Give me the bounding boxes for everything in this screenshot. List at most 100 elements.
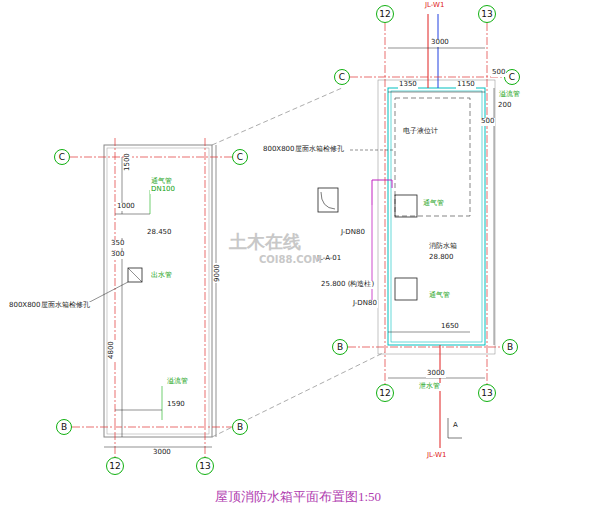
annotation: 3000 [430, 39, 450, 47]
tank-outline [391, 91, 482, 342]
grid-bubble: C [54, 149, 70, 165]
pipe [440, 345, 441, 448]
annotation: 出水管 [150, 272, 173, 280]
grid-label: B [507, 343, 513, 352]
drawing-title: 屋顶消防水箱平面布置图1:50 [215, 488, 381, 506]
grid-label: C [237, 153, 243, 162]
annotation: 消防水箱 [428, 243, 458, 251]
annotation: 3000 [152, 449, 172, 457]
grid-label: 13 [481, 10, 492, 19]
annotation: 通气管 [422, 200, 445, 208]
annotation: 1000 [116, 203, 136, 211]
annotation: 溢流管 [498, 91, 521, 99]
access-hatch [318, 188, 338, 212]
annotation: 800X800屋面水箱检修孔 [8, 302, 91, 310]
grid-line [205, 138, 206, 458]
annotation: 1350 [398, 81, 418, 89]
grid-bubble: B [502, 339, 518, 355]
base-outline [378, 80, 495, 354]
annotation: 350 [110, 240, 125, 248]
annotation: 1150 [456, 81, 476, 89]
annotation: 500 [491, 69, 506, 77]
dimension-line [115, 214, 150, 215]
annotation: 500 [480, 118, 495, 126]
annotation: 1590 [166, 401, 186, 409]
grid-label: B [61, 423, 67, 432]
grid-bubble: B [56, 419, 72, 435]
tank-inner [395, 98, 470, 216]
watermark: 土木在线 [228, 232, 302, 252]
dimension-line [388, 332, 470, 333]
grid-bubble: 13 [478, 5, 496, 23]
grid-bubble: C [504, 69, 520, 85]
grid-label: 12 [379, 10, 390, 19]
grid-bubble: B [232, 419, 248, 435]
access-hatch [321, 192, 335, 209]
annotation: 电子液位计 [402, 128, 439, 136]
grid-label: 12 [379, 389, 390, 398]
grid-bubble: 12 [376, 5, 394, 23]
annotation: J-DN80 [352, 300, 378, 308]
projection-line [212, 352, 385, 437]
grid-bubble: C [232, 149, 248, 165]
leader-line [350, 150, 395, 151]
annotation: 1650 [440, 323, 460, 331]
annotation: 4800 [108, 340, 116, 360]
grid-label: C [59, 153, 65, 162]
annotation: JL-W1 [426, 452, 447, 460]
grid-label: B [237, 423, 243, 432]
grid-bubble: 12 [376, 384, 394, 402]
grid-label: 12 [109, 462, 120, 471]
projection-line [212, 88, 342, 145]
vent-box [395, 195, 417, 217]
annotation: 通气管 [150, 178, 173, 186]
annotation: 9000 [214, 263, 222, 283]
pipe [372, 180, 392, 205]
annotation: A [452, 422, 459, 430]
dimension-line [104, 447, 212, 448]
annotation: 通气管 [428, 292, 451, 300]
annotation: 1500 [124, 152, 132, 172]
grid-line [70, 157, 232, 158]
annotation: 300 [110, 251, 125, 259]
grid-bubble: C [334, 69, 350, 85]
grid-bubble: B [332, 339, 348, 355]
annotation: 泄水管 [418, 383, 441, 391]
dimension-line [216, 145, 217, 437]
grid-label: B [337, 343, 343, 352]
section-mark [448, 438, 462, 439]
section-mark [448, 418, 449, 438]
access-hatch [128, 268, 142, 282]
annotation: 溢流管 [166, 378, 189, 386]
annotation: 3000 [426, 370, 446, 378]
slab-outline [107, 148, 209, 434]
grid-bubble: 12 [106, 457, 124, 475]
dimension-line [388, 92, 485, 93]
grid-label: C [509, 73, 515, 82]
leader-line [162, 386, 163, 420]
annotation: 28.450 [146, 229, 173, 237]
slab-outline [104, 145, 212, 437]
dimension-line [115, 410, 162, 411]
annotation: JL-W1 [424, 2, 445, 10]
grid-bubble: 13 [196, 457, 214, 475]
access-hatch [128, 268, 142, 282]
tank-outline [388, 88, 485, 345]
dimension-line [388, 48, 485, 49]
annotation: J-DN80 [340, 229, 366, 237]
grid-line [350, 77, 504, 78]
grid-line [72, 427, 232, 428]
annotation: 200 [497, 102, 512, 110]
grid-label: 13 [481, 389, 492, 398]
grid-label: C [339, 73, 345, 82]
grid-line [348, 347, 502, 348]
annotation: 25.800 (构造柱) [320, 281, 375, 289]
annotation: 800X800屋面水箱检修孔 [262, 146, 345, 154]
dimension-line [494, 88, 495, 345]
watermark: COI88.COM [258, 254, 323, 265]
grid-label: 13 [199, 462, 210, 471]
vent-box [395, 278, 417, 300]
annotation: DN100 [150, 186, 176, 194]
dimension-line [122, 238, 123, 437]
annotation: 28.800 [428, 254, 455, 262]
